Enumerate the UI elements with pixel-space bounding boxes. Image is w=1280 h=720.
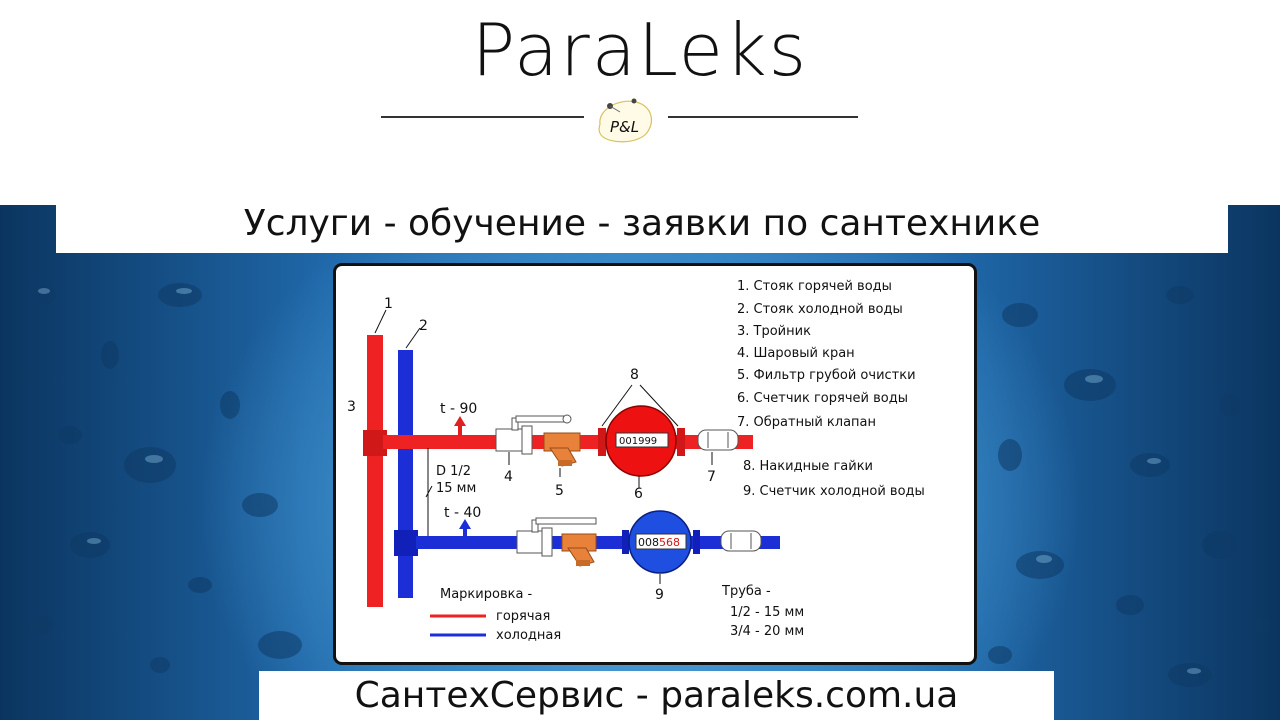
ball-valve-cold-icon (516, 517, 597, 557)
legend-item-6: 6. Счетчик горячей воды (737, 391, 908, 406)
tee-fitting-cold (394, 530, 418, 556)
logo-emblem-text: P&L (610, 118, 639, 136)
footer-text: СантехСервис - paraleks.com.ua (354, 675, 959, 716)
pipe-size-three-quarter: 3/4 - 20 мм (730, 624, 804, 639)
pipe-title: Труба - (721, 584, 771, 599)
pipe-size-half: 1/2 - 15 мм (730, 605, 804, 620)
callout-7: 7 (707, 469, 716, 485)
callout-line-8a (601, 384, 633, 427)
temp-hot-label: t - 90 (440, 401, 477, 417)
strainer-filter-hot-icon (543, 432, 581, 467)
callout-line-1 (374, 309, 387, 334)
legend-item-9: 9. Счетчик холодной воды (743, 484, 925, 499)
pipe-diameter-label: D 1/2 (436, 464, 471, 479)
callout-8: 8 (630, 367, 639, 383)
footer-band: СантехСервис - paraleks.com.ua (259, 671, 1054, 720)
hot-meter-reading: 001999 (619, 436, 657, 447)
title-band: Услуги - обучение - заявки по сантехнике (56, 202, 1228, 253)
callout-9: 9 (655, 587, 664, 603)
union-nut-cold-right (693, 530, 700, 554)
marking-hot-label: горячая (496, 609, 550, 624)
legend-item-1: 1. Стояк горячей воды (737, 279, 892, 294)
legend-item-8: 8. Накидные гайки (743, 459, 873, 474)
legend-item-7: 7. Обратный клапан (737, 415, 876, 430)
logo-divider-right (668, 116, 858, 118)
pipe-size-label: 15 мм (436, 481, 476, 496)
header: ParaLeks P&L (0, 0, 1280, 205)
union-nut-right (677, 428, 685, 456)
cold-riser (398, 350, 413, 598)
callout-4: 4 (504, 469, 513, 485)
callout-5: 5 (555, 483, 564, 499)
ball-valve-hot-icon (495, 414, 572, 455)
water-drops-decoration (24, 283, 1270, 687)
legend-item-5: 5. Фильтр грубой очистки (737, 368, 916, 383)
hot-riser (367, 335, 383, 607)
cold-flow-arrow-icon (459, 519, 471, 537)
strainer-filter-cold-icon (561, 533, 597, 567)
legend-item-4: 4. Шаровый кран (737, 346, 855, 361)
callout-2: 2 (419, 318, 428, 334)
cold-water-meter-icon (628, 510, 692, 574)
callout-6: 6 (634, 486, 643, 502)
union-nut-left (598, 428, 606, 456)
union-nut-cold-left (622, 530, 629, 554)
check-valve-cold-icon (720, 530, 762, 552)
callout-line-2 (405, 327, 421, 349)
cold-meter-reading: 008568 (638, 536, 680, 549)
callout-3: 3 (347, 399, 356, 415)
marking-title: Маркировка - (440, 587, 533, 602)
legend-item-2: 2. Стояк холодной воды (737, 302, 903, 317)
logo-emblem-icon: P&L (598, 98, 653, 143)
callout-1: 1 (384, 296, 393, 312)
page-title: Услуги - обучение - заявки по сантехнике (243, 202, 1041, 244)
temp-cold-label: t - 40 (444, 505, 481, 521)
marking-cold-label: холодная (496, 628, 561, 643)
plumbing-diagram-panel: 1 2 3 t - 90 4 5 (333, 263, 977, 665)
check-valve-hot-icon (697, 429, 739, 451)
callout-line-8b (639, 384, 679, 427)
hot-water-meter-icon (605, 405, 677, 477)
diameter-leader-line (425, 485, 433, 498)
plumbing-diagram: 1 2 3 t - 90 4 5 (347, 279, 925, 643)
logo-text: ParaLeks (471, 8, 809, 92)
legend-item-3: 3. Тройник (737, 324, 811, 339)
hot-flow-arrow-icon (454, 416, 466, 436)
logo-divider-left (381, 116, 584, 118)
